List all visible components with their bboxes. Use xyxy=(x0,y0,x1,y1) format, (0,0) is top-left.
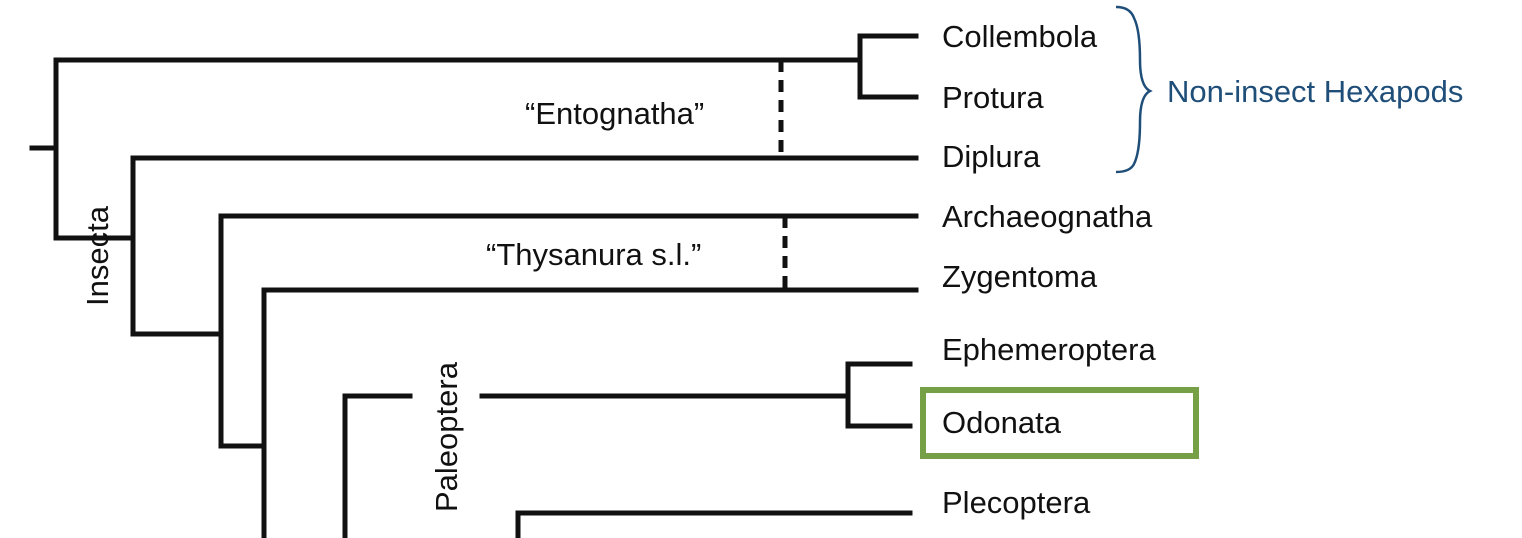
non-insect-hexapods-label: Non-insect Hexapods xyxy=(1167,74,1463,109)
taxon-plecoptera: Plecoptera xyxy=(942,485,1091,520)
clade-thysanura: “Thysanura s.l.” xyxy=(486,237,701,272)
clade-insecta: Insecta xyxy=(80,205,115,306)
taxon-archaeognatha: Archaeognatha xyxy=(942,199,1153,234)
taxon-zygentoma: Zygentoma xyxy=(942,259,1098,294)
taxon-diplura: Diplura xyxy=(942,139,1041,174)
taxon-odonata: Odonata xyxy=(942,405,1062,440)
taxon-protura: Protura xyxy=(942,80,1044,115)
clade-entognatha: “Entognatha” xyxy=(525,96,704,131)
taxon-collembola: Collembola xyxy=(942,19,1098,54)
odonata-highlight-box xyxy=(920,387,1199,459)
clade-paleoptera: Paleoptera xyxy=(429,361,464,512)
non-insect-bracket xyxy=(1115,5,1153,174)
taxon-ephemeroptera: Ephemeroptera xyxy=(942,332,1156,367)
